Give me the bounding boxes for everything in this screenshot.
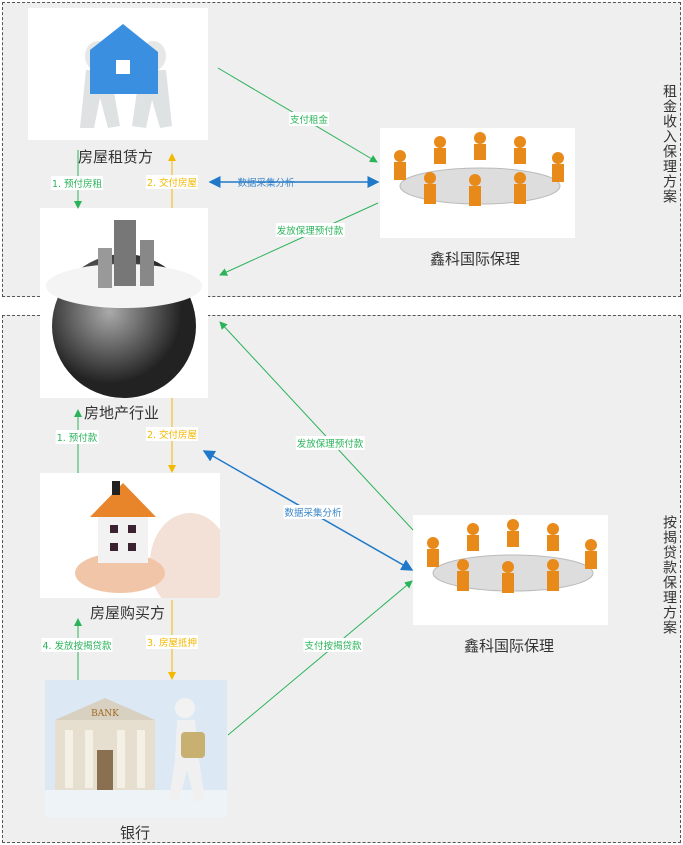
house-movers-icon	[80, 24, 172, 128]
factoring-bottom-image	[413, 515, 608, 625]
real-estate-image	[40, 208, 208, 398]
label-pay-rent: 支付租金	[288, 112, 330, 126]
label-mortgage-house: 3. 房屋抵押	[145, 635, 199, 649]
label-prepay-rent: 1. 预付房租	[50, 176, 104, 190]
bank-sign: BANK	[91, 709, 119, 719]
label-prepay: 1. 预付款	[55, 430, 99, 444]
buyer-label: 房屋购买方	[90, 604, 166, 622]
label-issue-mortgage: 4. 发放按揭贷款	[41, 638, 113, 652]
globe-city-icon	[46, 220, 202, 398]
bank-label: 银行	[120, 824, 151, 842]
tenant-image	[28, 8, 208, 140]
factoring-top-image	[380, 128, 575, 238]
rent-factoring-title: 租金收入保理方案	[661, 84, 677, 204]
label-data-bottom: 数据采集分析	[283, 505, 343, 519]
arrow-issue-advance-top	[219, 202, 379, 276]
bank-image: BANK	[45, 680, 227, 817]
factoring-bottom-label: 鑫科国际保理	[464, 637, 555, 655]
label-issue-advance-top: 发放保理预付款	[275, 223, 345, 237]
real-estate-label: 房地产行业	[84, 404, 160, 422]
label-deliver-house-top: 2. 交付房屋	[145, 175, 199, 189]
arrow-issue-advance-bottom	[219, 321, 414, 531]
meeting-table-icon	[394, 132, 564, 206]
bank-building-icon: BANK	[45, 698, 227, 817]
meeting-table-icon	[427, 519, 597, 593]
label-deliver-house-bottom: 2. 交付房屋	[145, 427, 199, 441]
label-data-top: 数据采集分析	[237, 178, 295, 189]
house-in-hand-icon	[75, 481, 220, 598]
mortgage-factoring-title: 按揭贷款保理方案	[661, 515, 677, 635]
factoring-top-label: 鑫科国际保理	[430, 250, 521, 268]
arrow-pay-mortgage	[227, 580, 413, 736]
label-pay-mortgage: 支付按揭贷款	[303, 638, 363, 652]
label-issue-advance-bottom: 发放保理预付款	[295, 436, 365, 450]
buyer-image	[40, 473, 220, 598]
tenant-label: 房屋租赁方	[78, 148, 154, 166]
